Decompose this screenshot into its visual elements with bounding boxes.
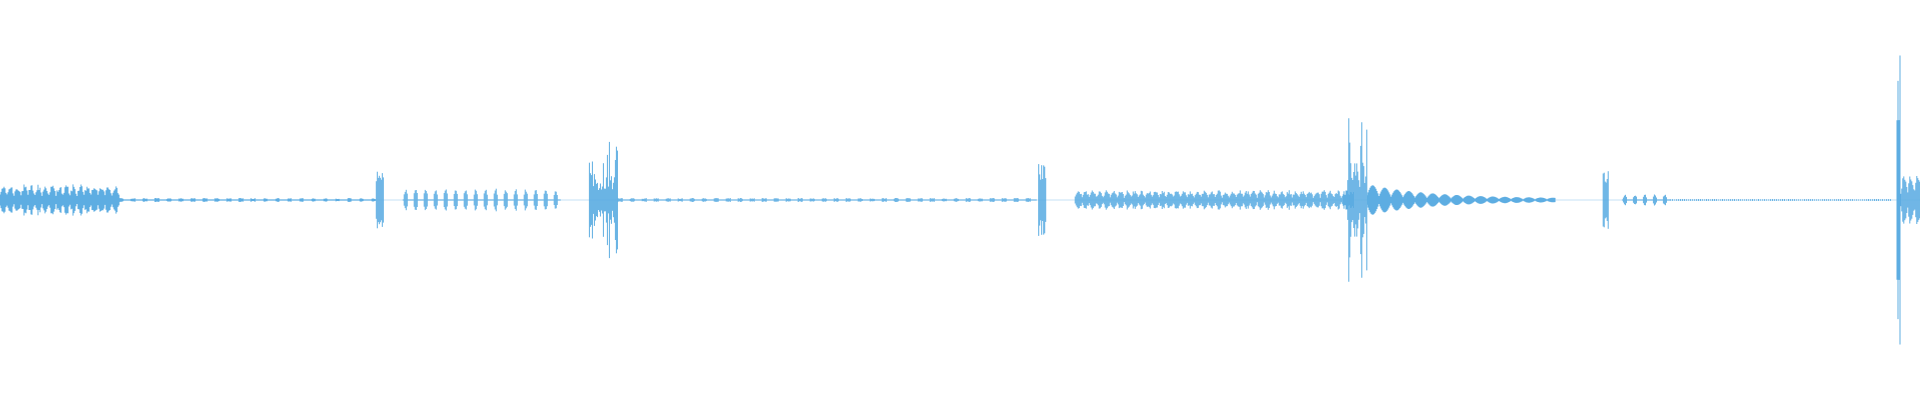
- waveform-segments: [0, 55, 1920, 345]
